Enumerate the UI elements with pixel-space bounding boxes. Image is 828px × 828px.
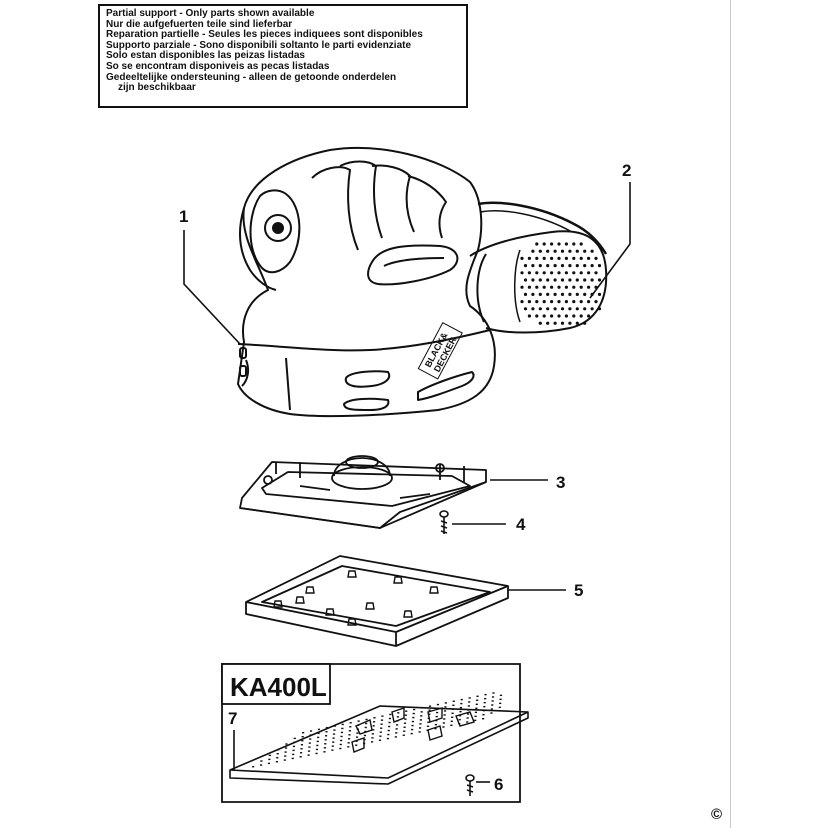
callout-5: 5 bbox=[574, 581, 583, 600]
sander-body-drawing bbox=[237, 146, 608, 418]
model-frame bbox=[221, 663, 521, 803]
callout-7: 7 bbox=[228, 709, 237, 728]
pad-studs bbox=[273, 570, 439, 626]
callout-6: 6 bbox=[494, 775, 503, 794]
model-label: KA400L bbox=[230, 672, 327, 702]
notice-line: Nur die aufgefuerten teile sind lieferba… bbox=[106, 18, 293, 30]
leader-lines bbox=[183, 182, 631, 783]
callout-3: 3 bbox=[556, 473, 565, 492]
notice-line: Gedeeltelijke ondersteuning - alleen de … bbox=[106, 71, 397, 83]
callout-1: 1 bbox=[179, 207, 188, 226]
callout-4: 4 bbox=[516, 515, 526, 534]
page-edge-rule bbox=[730, 0, 731, 828]
sanding-pad-drawing bbox=[245, 555, 509, 647]
screw-6-drawing bbox=[465, 774, 475, 796]
notice-line: Reparation partielle - Seules les pieces… bbox=[106, 29, 423, 41]
base-plate-drawing bbox=[239, 455, 487, 529]
notice-line: Supporto parziale - Sono disponibili sol… bbox=[106, 39, 412, 51]
screw-4-drawing bbox=[439, 510, 449, 534]
sheet-clips bbox=[351, 707, 475, 753]
callout-2: 2 bbox=[622, 161, 631, 180]
copyright-mark: © bbox=[711, 806, 723, 823]
notice-line: zijn beschikbaar bbox=[118, 82, 196, 94]
partial-support-notice: Partial support - Only parts shown avail… bbox=[98, 4, 468, 108]
notice-line: So se encontram disponiveis as pecas lis… bbox=[106, 60, 330, 72]
brand-logo: BLACK& DECKER bbox=[417, 322, 463, 380]
sanding-sheet-drawing bbox=[229, 705, 529, 785]
dust-port-perforation bbox=[520, 242, 602, 325]
notice-line: Partial support - Only parts shown avail… bbox=[106, 8, 315, 19]
sheet-perforation bbox=[252, 692, 503, 768]
notice-line: Solo estan disponibles las peizas listad… bbox=[106, 50, 305, 62]
